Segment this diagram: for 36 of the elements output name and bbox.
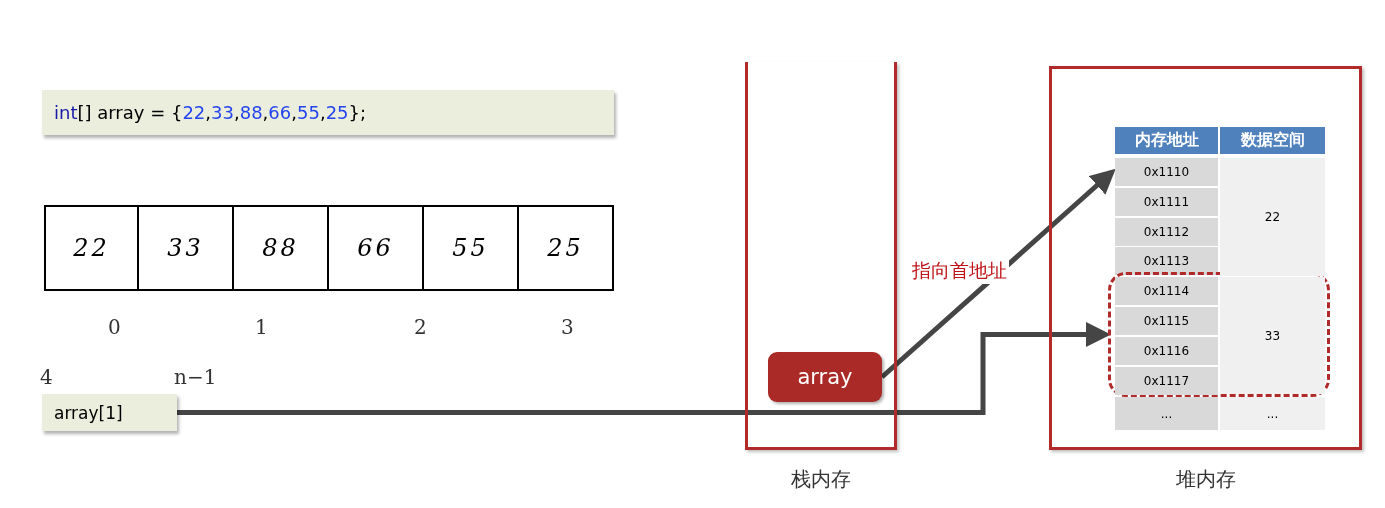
index-label: n−1: [174, 365, 217, 389]
index-label: 4: [40, 365, 53, 389]
index-label: 3: [561, 315, 574, 339]
address-cell: 0x1113: [1115, 247, 1218, 276]
arrow: [177, 322, 1111, 415]
highlight-region: [1108, 272, 1330, 397]
arrow: [880, 168, 1116, 379]
array-cell: 22: [44, 205, 139, 291]
address-cell: 0x1110: [1115, 158, 1218, 186]
array-cell: 88: [234, 205, 329, 291]
address-cell: ...: [1115, 397, 1218, 430]
table-header-cell: 数据空间: [1220, 127, 1325, 154]
array-cell: 55: [424, 205, 519, 291]
region-caption: 堆内存: [1174, 466, 1237, 493]
address-cell: 0x1115: [1115, 307, 1218, 335]
index-label: 2: [414, 315, 427, 339]
code-box: array[1]: [42, 394, 177, 431]
index-label: 0: [108, 315, 121, 339]
address-cell: 0x1116: [1115, 336, 1218, 365]
edge-label: 指向首地址: [910, 258, 1009, 284]
table-header-cell: 内存地址: [1115, 127, 1218, 154]
array-cell: 33: [139, 205, 234, 291]
address-cell: 0x1112: [1115, 217, 1218, 246]
address-cell: 0x1111: [1115, 187, 1218, 216]
array-cell: 25: [519, 205, 614, 291]
address-cell: 0x1117: [1115, 366, 1218, 395]
variable-box: array: [768, 352, 882, 402]
data-cell: 22: [1220, 158, 1325, 276]
stack-memory-region: [745, 62, 897, 492]
index-label: 1: [255, 315, 268, 339]
data-cell: ...: [1220, 397, 1325, 430]
array-cell: 66: [329, 205, 424, 291]
code-box: int[] array = {22,33,88,66,55,25};: [42, 90, 614, 135]
region-caption: 栈内存: [790, 466, 852, 493]
data-cell: 33: [1220, 277, 1325, 394]
address-cell: 0x1114: [1115, 277, 1218, 306]
